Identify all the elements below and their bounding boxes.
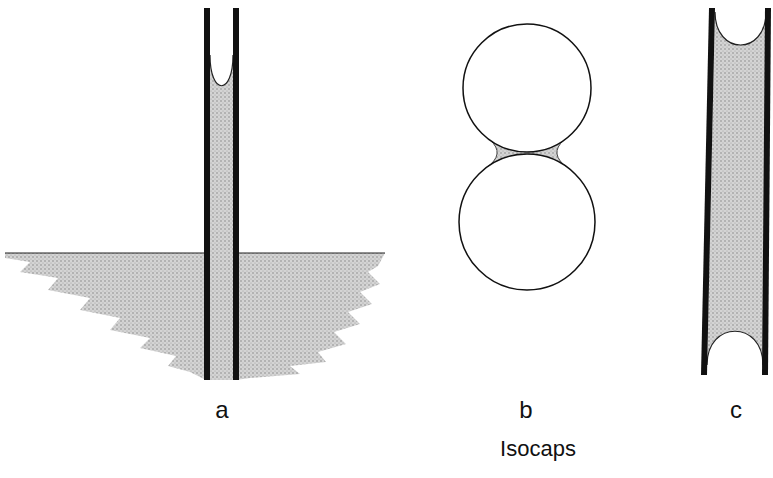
sphere <box>459 154 595 290</box>
figure-caption: Isocaps <box>500 437 576 461</box>
tube-wall <box>233 8 239 380</box>
figure-letter: a <box>215 397 228 423</box>
liquid-bath <box>5 253 385 380</box>
tube-wall <box>704 8 712 375</box>
figure-letter: b <box>519 397 532 423</box>
meniscus <box>715 12 766 45</box>
meniscus <box>210 55 233 86</box>
meniscus <box>707 331 763 365</box>
liquid-column <box>707 12 766 365</box>
sphere <box>463 24 591 152</box>
capillary-liquid <box>210 55 233 380</box>
tube-wall <box>204 8 210 380</box>
tube-wall <box>765 8 768 375</box>
liquid-surface <box>5 252 385 253</box>
figure-letter: c <box>730 397 742 423</box>
